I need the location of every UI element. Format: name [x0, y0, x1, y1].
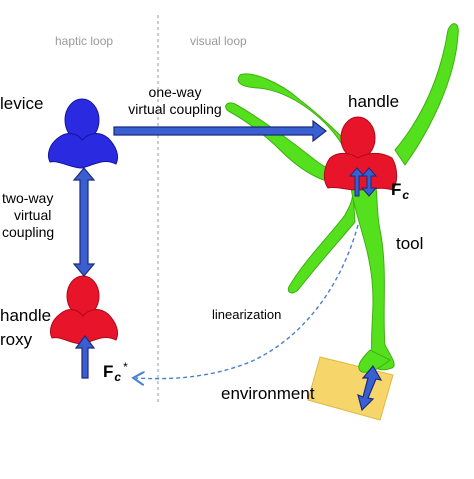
force-handle-subscript: c: [402, 188, 410, 202]
one-way-line-1: one-way: [148, 84, 202, 100]
two-way-coupling-label: two-way virtual coupling: [0, 190, 62, 241]
handle-proxy-line-1: handle: [0, 306, 52, 325]
one-way-coupling-label: one-way virtual coupling: [115, 84, 235, 118]
environment-force-arrow: [357, 364, 383, 412]
handle-proxy-line-2: roxy: [0, 330, 33, 349]
two-way-coupling-arrow: [72, 167, 96, 277]
force-proxy-subscript: c: [114, 370, 122, 384]
tool-figure: [225, 23, 459, 373]
force-arrows-handle: [348, 167, 378, 197]
force-handle-symbol: F: [391, 180, 402, 199]
one-way-coupling-arrow: [113, 119, 327, 143]
force-proxy-label: Fc*: [103, 360, 128, 384]
handle-label: handle: [348, 92, 400, 111]
two-way-line-2: virtual: [14, 207, 52, 223]
force-proxy-superscript: *: [123, 360, 128, 374]
linearization-label: linearization: [212, 307, 282, 322]
two-way-line-3: coupling: [2, 224, 55, 240]
handle-proxy-figure: [49, 275, 119, 345]
force-arrow-proxy: [74, 335, 96, 379]
force-handle-label: Fc: [391, 180, 409, 202]
visual-loop-header: visual loop: [190, 34, 247, 48]
handle-proxy-label: handle roxy: [0, 304, 51, 352]
device-label: levice: [0, 94, 44, 113]
environment-label: environment: [221, 384, 315, 403]
tool-label: tool: [396, 234, 424, 253]
force-proxy-symbol: F: [103, 362, 114, 381]
haptic-loop-header: haptic loop: [55, 34, 114, 48]
device-figure: [47, 98, 119, 169]
two-way-line-1: two-way: [2, 190, 54, 206]
handle-figure: [323, 116, 398, 191]
one-way-line-2: virtual coupling: [128, 101, 222, 117]
